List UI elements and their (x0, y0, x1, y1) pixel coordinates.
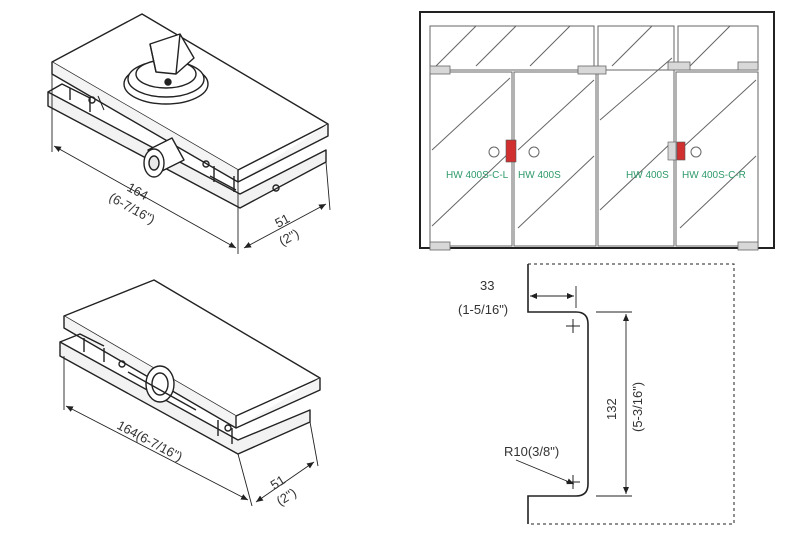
door-label-2: HW 400S (518, 170, 561, 181)
top-width-value: 51 (272, 211, 292, 231)
patch-fitting-plain (59, 279, 321, 455)
offset-value: 33 (480, 278, 494, 293)
dimension-lines-bottom-fitting (63, 356, 319, 507)
radius-value: R10(3/8") (504, 444, 559, 459)
bottom-length-value: 164(6-7/16") (115, 417, 185, 464)
door-label-4: HW 400S-C-R (682, 170, 746, 181)
offset-inches: (1-5/16") (458, 302, 508, 317)
patch-fitting-with-lock (47, 13, 329, 209)
door-label-1: HW 400S-C-L (446, 170, 509, 181)
bottom-width-value: 51 (268, 472, 288, 492)
dimension-lines-top-fitting (51, 74, 331, 254)
height-value: 132 (604, 398, 619, 420)
door-label-3: HW 400S (626, 170, 669, 181)
height-inches: (5-3/16") (630, 382, 645, 432)
door-elevation (419, 11, 775, 251)
glass-profile-detail (515, 263, 735, 525)
